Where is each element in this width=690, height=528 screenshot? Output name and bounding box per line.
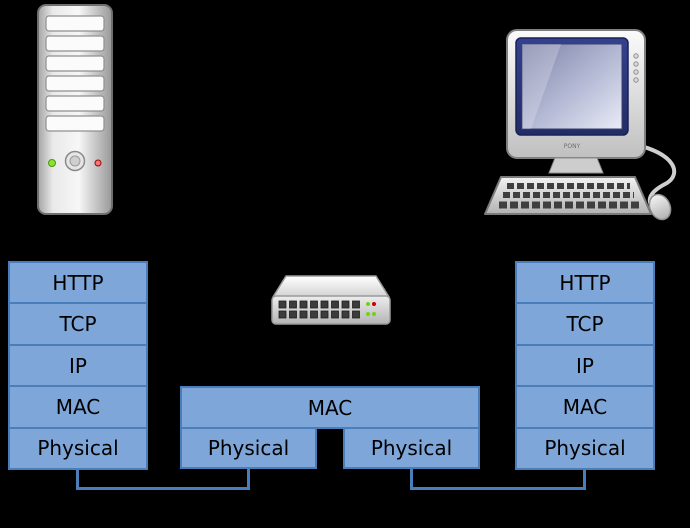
right-layer-physical: Physical <box>515 426 655 471</box>
switch-front <box>271 295 391 325</box>
left-layer-tcp: TCP <box>8 302 148 346</box>
left-link-horizontal <box>76 487 250 490</box>
left-layer-http: HTTP <box>8 261 148 305</box>
server-power-led <box>48 159 56 167</box>
monitor-stand <box>548 157 604 174</box>
server-hdd-led <box>94 159 102 167</box>
right-layer-ip: IP <box>515 343 655 388</box>
network-switch-icon <box>271 275 391 325</box>
left-link-vertical-2 <box>247 468 250 490</box>
switch-ports <box>278 300 360 319</box>
switch-physical-layer-right: Physical <box>343 427 480 469</box>
switch-leds <box>366 302 376 316</box>
left-layer-ip: IP <box>8 343 148 388</box>
server-power-button-inner <box>69 155 81 167</box>
keyboard-keys <box>499 183 639 209</box>
mouse <box>648 193 672 221</box>
monitor-brand-label: PONY <box>564 143 581 150</box>
left-layer-mac: MAC <box>8 385 148 429</box>
switch-physical-layer-left: Physical <box>180 427 317 469</box>
left-protocol-stack: HTTP TCP IP MAC Physical <box>8 261 148 471</box>
server-icon <box>37 4 113 215</box>
right-layer-tcp: TCP <box>515 302 655 346</box>
right-layer-mac: MAC <box>515 385 655 429</box>
desktop-computer-icon: PONY <box>484 29 677 221</box>
switch-mac-layer: MAC <box>180 386 480 429</box>
right-layer-http: HTTP <box>515 261 655 305</box>
left-layer-physical: Physical <box>8 426 148 471</box>
right-link-vertical-2 <box>583 468 586 490</box>
left-link-vertical-1 <box>76 468 79 490</box>
screen-glare <box>522 44 561 129</box>
right-link-vertical-1 <box>410 468 413 490</box>
monitor-buttons <box>633 53 639 83</box>
right-protocol-stack: HTTP TCP IP MAC Physical <box>515 261 655 471</box>
switch-top <box>272 275 390 298</box>
screen <box>521 43 623 130</box>
server-drive-bays <box>45 15 105 132</box>
right-link-horizontal <box>410 487 586 490</box>
